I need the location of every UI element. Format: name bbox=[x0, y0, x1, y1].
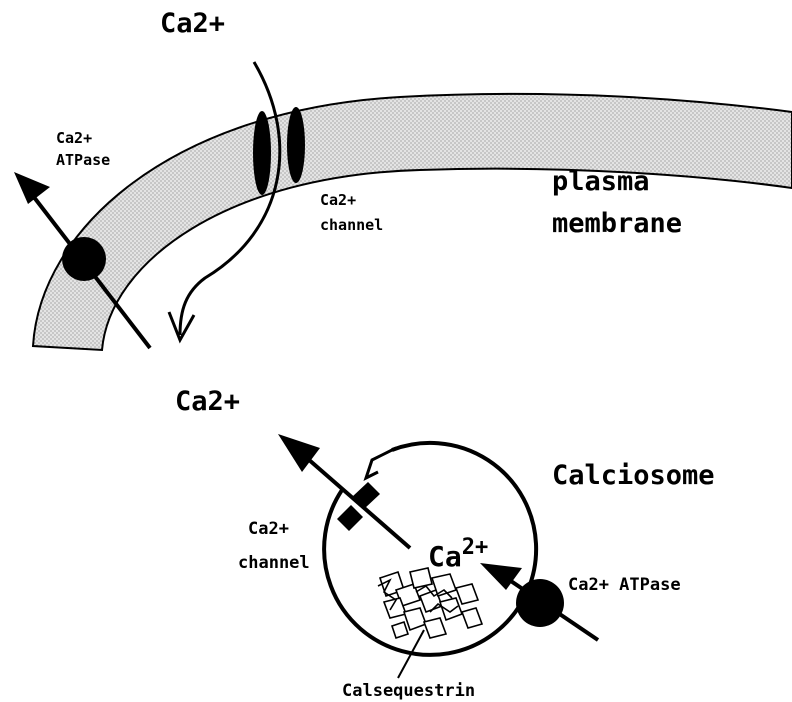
plasma-atpase-pump-icon bbox=[62, 237, 106, 281]
ca-outside-label: Ca2+ bbox=[160, 8, 225, 39]
calciosome-atpase-pump-icon bbox=[516, 579, 564, 627]
pm-channel-label-line2: channel bbox=[320, 216, 383, 234]
lumen-ca-superscript: 2+ bbox=[462, 535, 489, 560]
calciosome-label: Calciosome bbox=[552, 460, 715, 491]
pm-atpase-label-line2: ATPase bbox=[56, 151, 110, 169]
calciosome-channel-label-line1: Ca2+ bbox=[248, 519, 289, 539]
calciosome-channel-label-line2: channel bbox=[238, 553, 310, 573]
calsequestrin-protein-cluster-icon bbox=[378, 568, 482, 638]
calciosome-atpase-label: Ca2+ ATPase bbox=[568, 575, 681, 595]
lumen-ca-label: Ca2+ bbox=[428, 535, 488, 573]
plasma-label: plasma bbox=[552, 166, 650, 197]
calsequestrin-label: Calsequestrin bbox=[342, 681, 475, 701]
ca-cytosol-label: Ca2+ bbox=[175, 386, 240, 417]
pm-channel-label-line1: Ca2+ bbox=[320, 191, 356, 209]
pm-atpase-label-line1: Ca2+ bbox=[56, 129, 92, 147]
membrane-label: membrane bbox=[552, 208, 682, 239]
lumen-ca-base: Ca bbox=[428, 540, 462, 573]
